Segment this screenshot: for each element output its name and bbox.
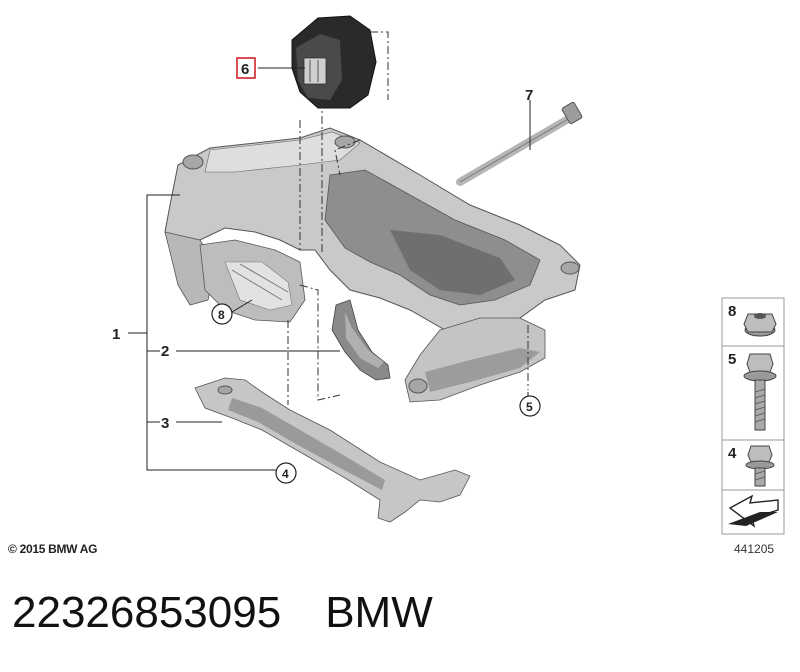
assembly-dashed-lines [287, 31, 529, 405]
part-caption: 22326853095 BMW [12, 588, 433, 638]
short-bolt-icon [745, 445, 775, 487]
callout-2: 2 [161, 343, 169, 360]
callout-1: 1 [112, 326, 120, 343]
brand-name: BMW [325, 588, 433, 637]
callout-7: 7 [525, 87, 533, 104]
callout-4-circle [275, 462, 297, 484]
diagram-number: 441205 [734, 542, 775, 556]
long-bolt [456, 101, 583, 186]
lower-strut [194, 377, 471, 523]
transmission-crossmember [164, 127, 581, 403]
part-number: 22326853095 [12, 588, 282, 637]
callout-5: 5 [526, 400, 533, 414]
callout-8: 8 [218, 308, 225, 322]
callout-6-highlight-box [236, 57, 256, 79]
callout-4: 4 [282, 467, 289, 481]
direction-arrow-icon [728, 494, 779, 528]
callout-5-circle [519, 395, 541, 417]
legend-number-4: 4 [728, 445, 737, 462]
legend-number-5: 5 [728, 351, 736, 368]
transmission-mount [291, 15, 377, 109]
leader-lines [128, 67, 531, 471]
fastener-legend: 8 5 4 [721, 297, 785, 535]
callout-6: 6 [241, 61, 249, 78]
flange-bolt-icon [743, 353, 777, 431]
callout-8-circle [211, 303, 233, 325]
support-bracket [331, 299, 391, 381]
hex-flange-nut-icon [743, 313, 777, 337]
callout-3: 3 [161, 415, 169, 432]
copyright-notice: © 2015 BMW AG [8, 542, 98, 556]
legend-number-8: 8 [728, 303, 736, 320]
